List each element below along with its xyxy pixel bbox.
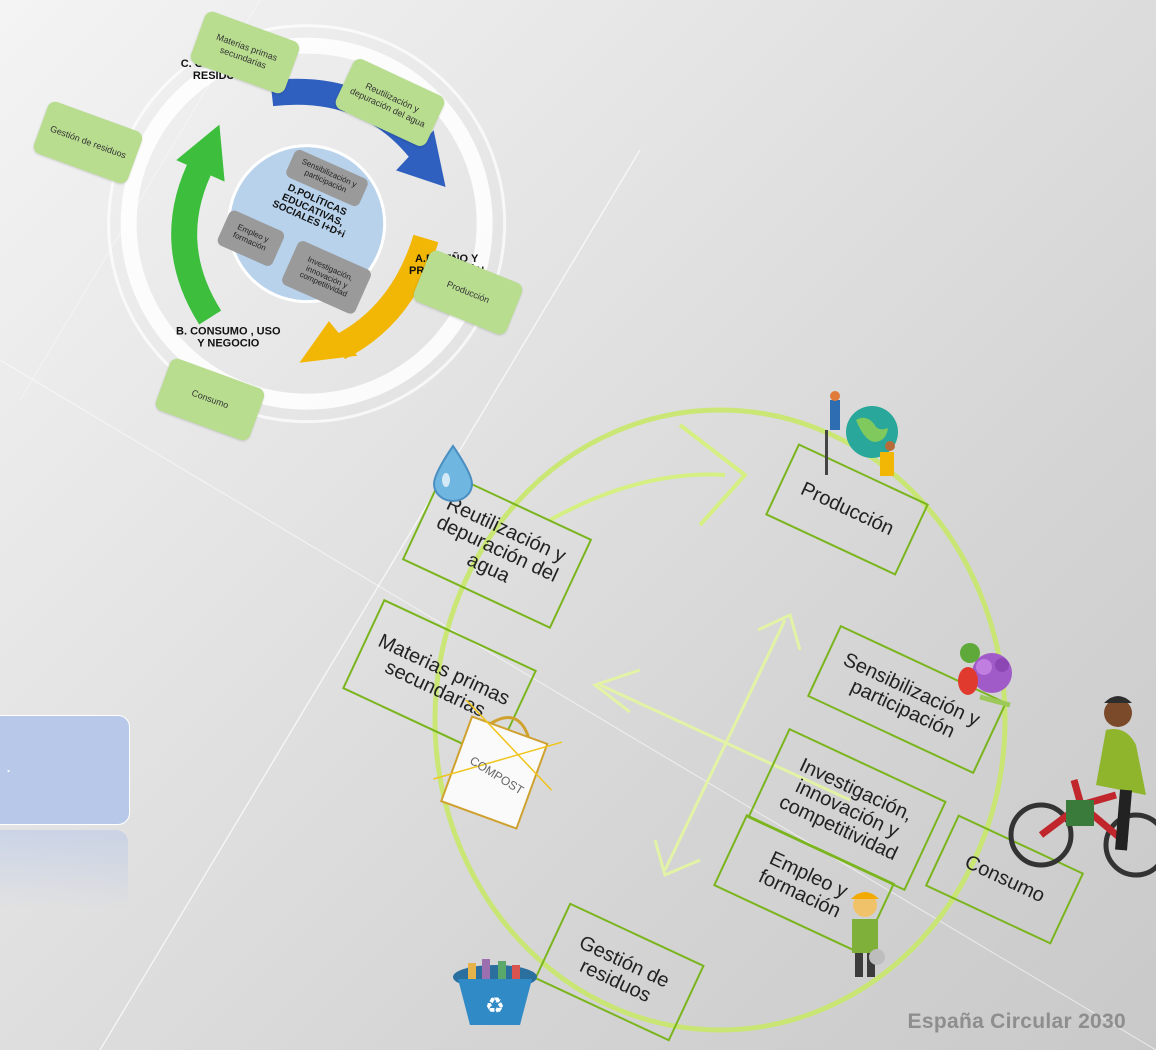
recycle-bin-icon: ♻ [453, 959, 537, 1025]
cross-arrow-top-head [757, 612, 802, 651]
green-arrow-head [176, 124, 225, 182]
globe-workers-icon [825, 391, 898, 476]
water-drop-icon [432, 444, 474, 502]
mini-cycle-diagram: C. GESTIÓN DE RESIDUOS A.DISEÑO Y PRODUC… [0, 0, 560, 460]
top-cycle-arrow [549, 472, 726, 522]
side-card-reflection [0, 830, 128, 910]
svg-text:♻: ♻ [485, 994, 505, 1019]
side-card: . [0, 715, 130, 825]
green-cycle-arrow [171, 155, 222, 325]
engineer-icon [851, 892, 885, 977]
footer-label: España Circular 2030 [907, 1010, 1126, 1033]
blue-arrow-head [396, 130, 446, 187]
top-arrow-head [678, 423, 748, 527]
cross-arrow-bottom-head [653, 839, 701, 878]
side-card-text: . [6, 756, 12, 776]
cyclist-icon [1008, 696, 1156, 878]
cross-arrow-left-head [591, 668, 641, 714]
cross-line-vertical [663, 619, 787, 871]
yellow-cycle-arrow [332, 234, 439, 360]
yellow-arrow-head [299, 321, 358, 363]
vegetables-icon [958, 643, 1012, 708]
compost-bag-icon: COMPOST [433, 700, 562, 830]
